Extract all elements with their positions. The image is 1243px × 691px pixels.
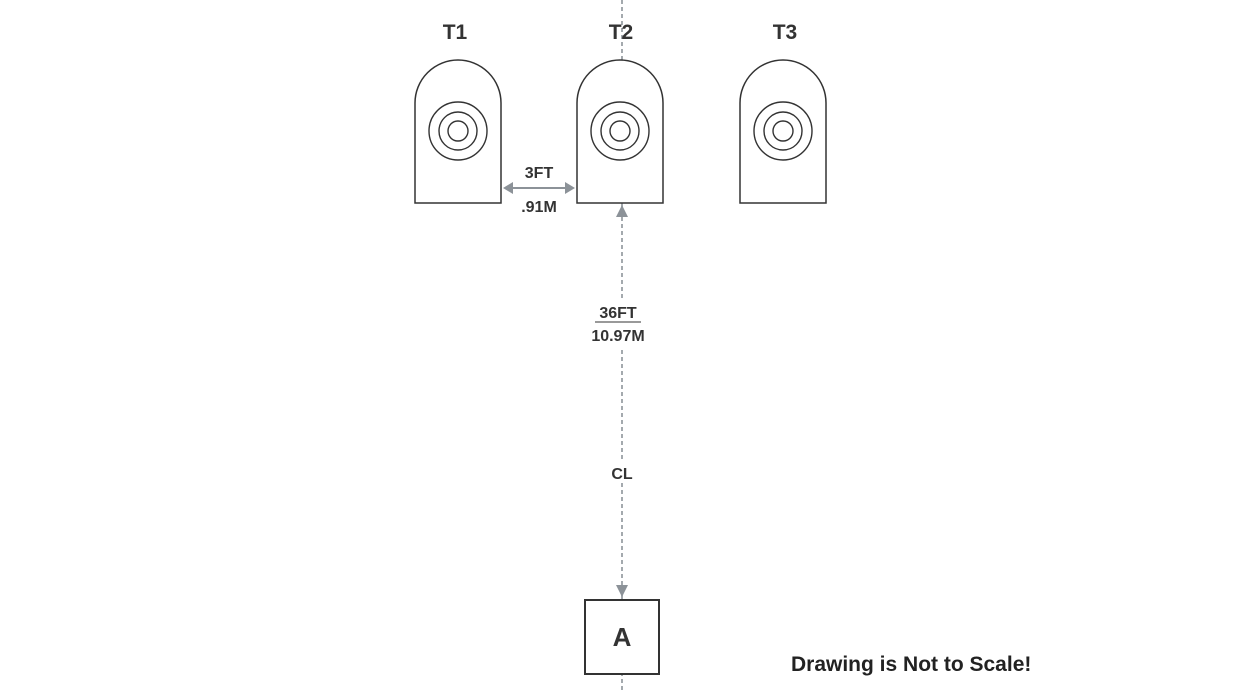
spacing-meters-label: .91M bbox=[521, 199, 557, 216]
target-t2-label: T2 bbox=[609, 21, 634, 44]
target-t3-middle-ring bbox=[763, 111, 803, 151]
target-t2-outer-ring bbox=[590, 101, 650, 161]
scale-note: Drawing is Not to Scale! bbox=[791, 653, 1031, 676]
range-arrow-top-head bbox=[616, 205, 628, 217]
centerline-label: CL bbox=[611, 466, 633, 483]
target-t3-label: T3 bbox=[773, 21, 798, 44]
target-t1-label: T1 bbox=[443, 21, 468, 44]
spacing-dimension bbox=[503, 182, 575, 194]
target-t1-outer-ring bbox=[428, 101, 488, 161]
spacing-arrow-right-head bbox=[565, 182, 575, 194]
target-t3 bbox=[739, 59, 827, 204]
range-label-backing bbox=[586, 299, 658, 347]
station-a-box bbox=[584, 599, 660, 675]
target-t1-middle-ring bbox=[438, 111, 478, 151]
target-t2-inner-ring bbox=[609, 120, 631, 142]
target-t3-outline bbox=[739, 59, 827, 204]
centerline-label-backing bbox=[606, 461, 638, 483]
target-t2-middle-ring bbox=[600, 111, 640, 151]
target-t1 bbox=[414, 59, 502, 204]
target-t1-outline bbox=[414, 59, 502, 204]
target-t3-inner-ring bbox=[772, 120, 794, 142]
spacing-arrow-left-head bbox=[503, 182, 513, 194]
range-feet-label: 36FT bbox=[599, 305, 637, 322]
range-meters-label: 10.97M bbox=[591, 328, 644, 345]
station-a-label: A bbox=[613, 622, 632, 652]
target-t3-outer-ring bbox=[753, 101, 813, 161]
range-arrow-bottom-head bbox=[616, 585, 628, 597]
spacing-feet-label: 3FT bbox=[525, 165, 554, 182]
target-t1-inner-ring bbox=[447, 120, 469, 142]
target-t2-outline bbox=[576, 59, 664, 204]
target-t2 bbox=[576, 59, 664, 204]
